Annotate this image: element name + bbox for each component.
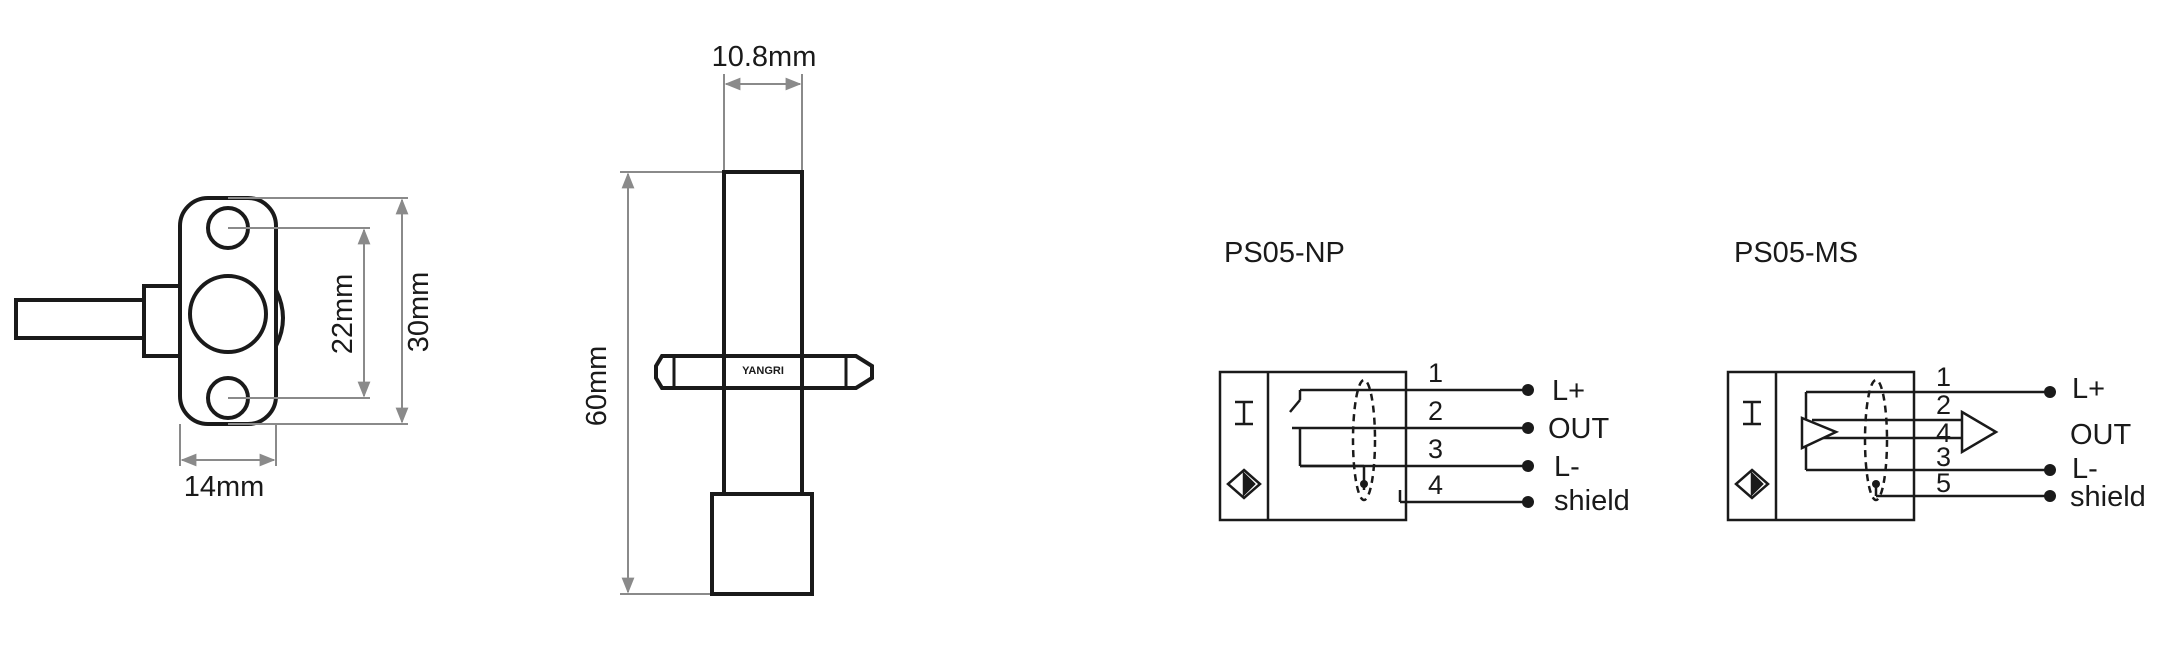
sensor-barrel <box>722 170 804 496</box>
diagram-title: PS05-NP <box>1224 237 1345 269</box>
signal-label: OUT <box>2070 419 2132 451</box>
cable-shield <box>1351 378 1377 502</box>
signal-label: L- <box>1554 451 1580 483</box>
side-view: YANGRI 10.8mm 60mm <box>581 41 874 596</box>
dim-label-hole-spacing: 22mm <box>327 274 359 355</box>
pin-number: 2 <box>1936 390 1951 420</box>
front-view: 14mm 22mm 30mm <box>14 196 435 503</box>
signal-label: OUT <box>1548 413 1610 445</box>
wires <box>1804 390 2050 498</box>
pin-number: 4 <box>1428 470 1443 500</box>
sensor-flange <box>14 196 285 426</box>
cable-stub <box>14 298 146 340</box>
signal-label: L+ <box>1552 375 1585 407</box>
terminal-dots <box>2044 386 2056 502</box>
amplifier-triangles <box>1800 409 1999 455</box>
terminal-dots <box>1522 384 1534 508</box>
pin-number: 3 <box>1936 442 1951 472</box>
flange-side-bulge <box>274 289 285 347</box>
dim-label-front-height: 30mm <box>403 272 435 353</box>
pin-number: 3 <box>1428 434 1443 464</box>
pin-number: 1 <box>1428 358 1443 388</box>
front-dimension-lines <box>179 197 409 467</box>
cable-gland <box>142 284 182 358</box>
signal-label: shield <box>2070 481 2146 513</box>
diamond-switch-icon <box>1734 468 1770 500</box>
mounting-wing <box>654 354 874 390</box>
sensor-box <box>1218 370 1408 522</box>
inductive-symbol-icon <box>1743 400 1761 426</box>
sensor-face <box>188 274 268 354</box>
inductive-symbol-icon <box>1235 400 1253 426</box>
diagram-title: PS05-MS <box>1734 237 1858 269</box>
signal-label: shield <box>1554 485 1630 517</box>
sensor-body <box>654 170 874 596</box>
diamond-switch-icon <box>1226 468 1262 500</box>
wiring-diagram-np: PS05-NP <box>1218 237 1630 522</box>
pin-number: 1 <box>1936 362 1951 392</box>
dim-label-body-length: 60mm <box>581 346 613 427</box>
cable-shield <box>1863 378 1889 502</box>
signal-label: L+ <box>2072 373 2105 405</box>
cable-connector <box>710 492 814 596</box>
flange-body <box>178 196 278 426</box>
signal-label: L- <box>2072 453 2098 485</box>
pin-number: 4 <box>1936 418 1951 448</box>
sensor-box <box>1726 370 1916 522</box>
pin-number: 2 <box>1428 396 1443 426</box>
dim-label-body-width: 10.8mm <box>712 41 817 73</box>
wiring-diagram-ms: PS05-MS <box>1726 237 2146 522</box>
wires <box>1289 388 1528 504</box>
pin-number: 5 <box>1936 468 1951 498</box>
dim-label-front-width: 14mm <box>184 471 265 503</box>
side-dimension-lines <box>620 74 803 595</box>
brand-logo: YANGRI <box>742 365 784 377</box>
